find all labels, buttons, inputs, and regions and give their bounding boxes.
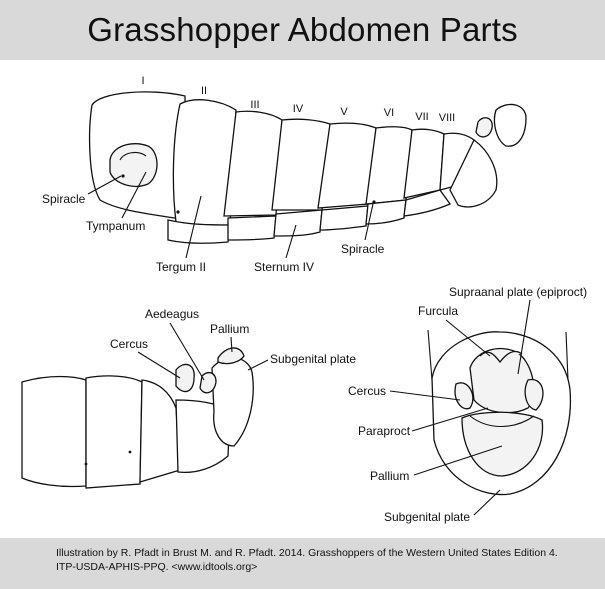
spiracle-dot-v [372,200,376,204]
label-supraanal: Supraanal plate (epiproct) [449,285,587,299]
label-tergum-ii: Tergum II [156,260,206,274]
label-paraproct: Paraproct [358,424,411,438]
leader-cercus-left [137,351,181,379]
label-cercus-left: Cercus [110,337,148,351]
label-pallium-left: Pallium [210,322,249,336]
label-tympanum: Tympanum [86,219,145,233]
sternum-iv [273,209,323,237]
sternum-vi [365,199,407,225]
segment-label-i: I [141,75,144,87]
body-wall-right [565,331,569,381]
sternum-ii [167,219,231,244]
label-furcula: Furcula [418,304,458,318]
sternum-v [319,205,369,231]
segment-label-ii: II [201,85,207,97]
leader-tympanum [121,171,147,219]
aedeagus-side [199,371,217,394]
label-spiracle-left: Spiracle [42,192,86,206]
cercus-posterior-left [454,382,474,410]
leader-cercus-right [389,390,461,401]
subgenital-plate-side [211,357,254,447]
label-cercus-right: Cercus [348,384,386,398]
segment-label-v: V [340,106,348,118]
spiracle-dot-tip-b [128,450,132,454]
credit-line-1: Illustration by R. Pfadt in Brust M. and… [56,547,558,559]
tympanum-rim [119,151,147,161]
page-title: Grasshopper Abdomen Parts [87,11,518,48]
title-bar: Grasshopper Abdomen Parts [0,0,605,60]
leader-spiracle-left [87,175,122,195]
tip-segment-c [139,379,181,483]
leader-paraproct [411,407,489,432]
posterior-view-drawing [427,329,572,496]
leader-pallium-right [413,445,503,476]
credit-footer: Illustration by R. Pfadt in Brust M. and… [56,546,596,574]
lateral-tip-drawing [21,347,254,489]
spiracle-dot-i [121,174,125,178]
body-wall-left [427,329,433,381]
segment-label-viii: VIII [439,112,456,124]
label-spiracle-bottom: Spiracle [341,242,385,256]
paraproct-rim [469,415,535,427]
pallium-posterior [461,411,544,477]
leader-subgenital-right [473,489,501,516]
subgenital-plate-top [493,103,527,147]
leader-subgenital-left [247,359,269,371]
segment-label-iv: IV [293,103,304,115]
spiracle-dot-tip-a [84,462,88,466]
leader-spiracle-bottom [364,203,374,241]
segment-label-vi: VI [384,107,394,119]
segment-label-iii: III [250,99,259,111]
leader-sternum-iv [285,224,297,259]
leader-supraanal [517,299,531,375]
pallium-side [217,347,245,365]
label-subgenital-left: Subgenital plate [270,352,356,366]
lateral-abdomen-drawing [88,91,527,244]
cercus-posterior-right [524,378,544,411]
furcula-drawing [479,350,523,364]
sternum-iii [227,215,277,241]
tympanum-drawing [109,143,158,187]
terminal-segment [449,139,498,208]
label-sternum-iv: Sternum IV [254,260,314,274]
leader-aedeagus [169,322,205,381]
tip-segment-a [21,375,87,488]
cercus-top [475,117,493,138]
label-aedeagus: Aedeagus [145,307,199,321]
leader-tergum-ii [185,195,202,259]
spiracle-dot-ii [176,210,180,214]
cercus-side [175,363,195,393]
tip-segment-b [85,375,143,489]
leader-furcula [445,319,491,357]
leader-pallium-left [230,336,233,353]
label-pallium-right: Pallium [370,469,409,483]
sternum-vii [403,189,451,217]
segment-label-vii: VII [415,111,428,123]
credit-line-2: ITP-USDA-APHIS-PPQ. <www.idtools.org> [56,561,258,573]
label-subgenital-right: Subgenital plate [384,510,470,524]
